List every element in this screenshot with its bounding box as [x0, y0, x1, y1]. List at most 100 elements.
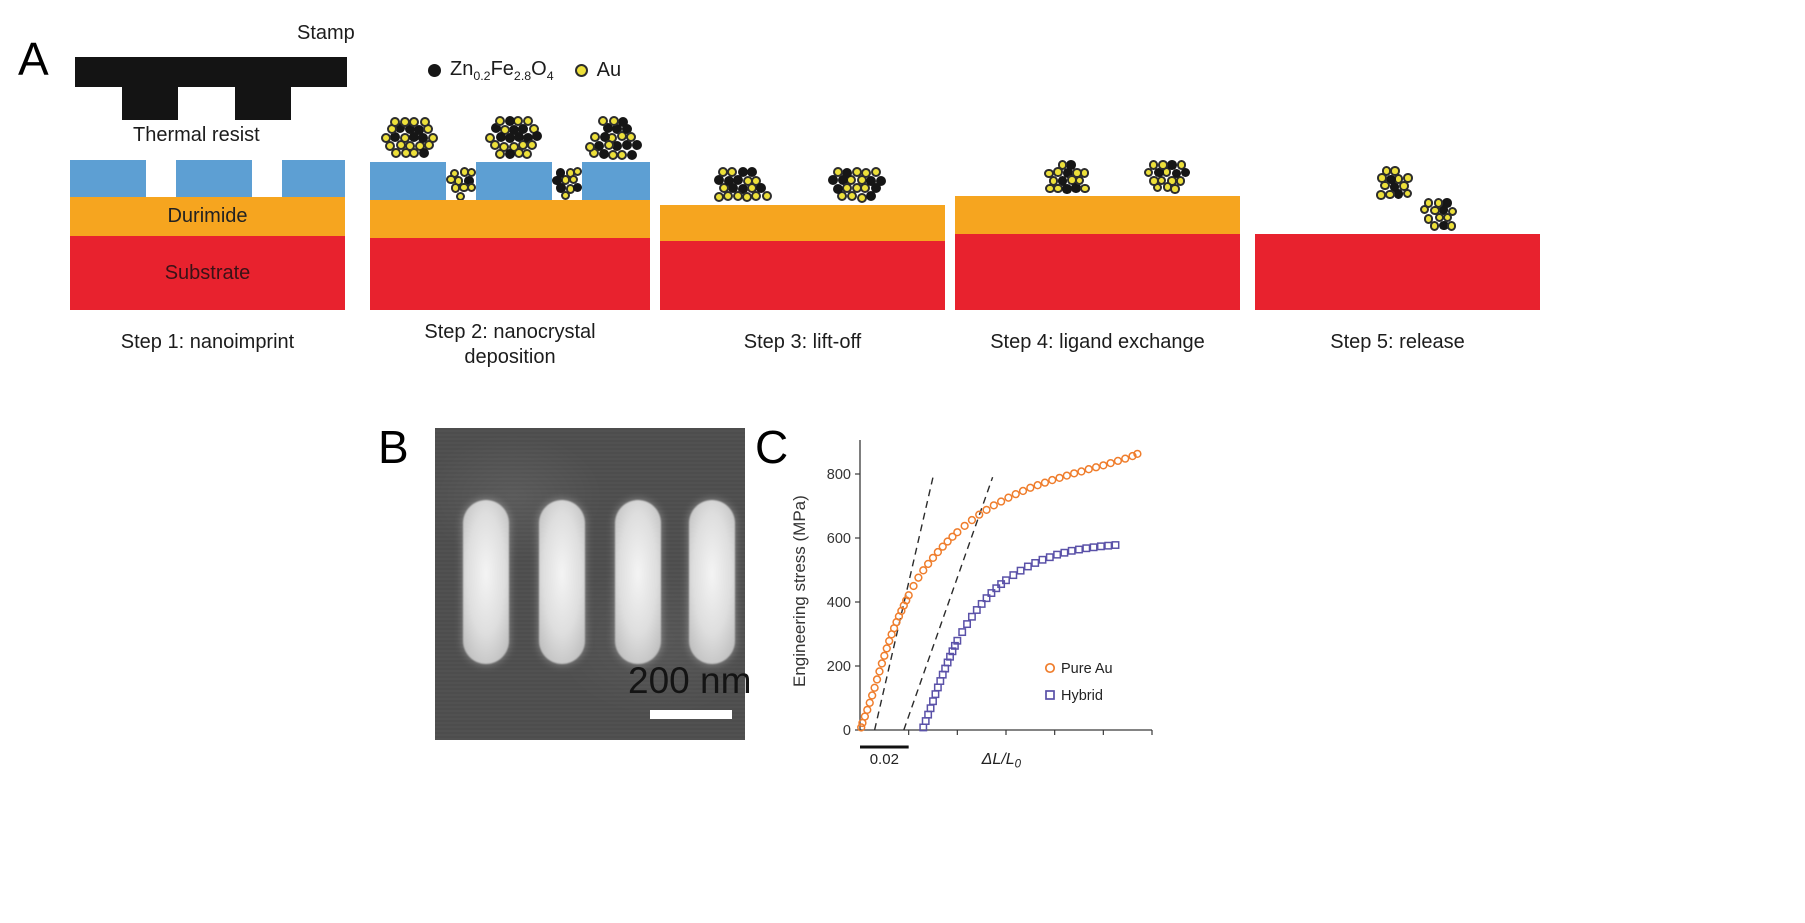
zn-nanocrystal-dot	[598, 148, 609, 159]
zn-nanocrystal-dot	[1071, 183, 1081, 193]
panel-c-label: C	[755, 421, 789, 473]
y-axis-label: Engineering stress (MPa)	[790, 495, 809, 687]
au-nanocrystal-dot	[1376, 190, 1386, 200]
au-nanocrystal-dot	[391, 147, 402, 158]
data-point-circle	[1062, 471, 1071, 480]
au-nanocrystal-dot	[572, 166, 582, 177]
zn-nanocrystal-dot	[1063, 168, 1073, 178]
au-nanocrystal-dot	[484, 132, 495, 143]
data-point-square	[1002, 576, 1010, 585]
legend-au-label: Au	[596, 59, 622, 81]
au-nanocrystal-dot	[450, 183, 461, 193]
stamp-tooth	[122, 87, 178, 120]
data-point-square	[921, 717, 930, 725]
data-point-circle	[857, 723, 866, 732]
data-point-circle	[1033, 481, 1042, 490]
au-nanocrystal-dot	[390, 116, 401, 127]
durimide-label: Durimide	[167, 205, 248, 227]
au-nanocrystal-dot	[1403, 173, 1413, 183]
nanocrystal-cluster	[814, 167, 898, 205]
zn-nanocrystal-dot	[514, 132, 525, 143]
data-point-square	[1009, 571, 1018, 580]
data-point-circle	[1026, 483, 1035, 492]
au-nanocrystal-dot	[1148, 160, 1159, 170]
zn-nanocrystal-dot	[508, 124, 519, 135]
modulus-guide-line	[873, 477, 934, 731]
data-point-circle	[960, 521, 969, 530]
step4-caption: Step 4: ligand exchange	[990, 331, 1205, 353]
data-point-square	[953, 636, 962, 645]
zn-nanocrystal-dot	[464, 176, 474, 186]
zn-nanocrystal-dot	[833, 184, 844, 195]
au-nanocrystal-dot	[1385, 189, 1395, 200]
thermal-resist-label: Thermal resist	[133, 124, 260, 146]
substrate-layer	[955, 234, 1240, 310]
zn-dot-icon	[428, 64, 441, 77]
materials-legend: Zn0.2Fe2.8O4 Au	[428, 58, 621, 83]
substrate-layer	[1255, 234, 1540, 310]
zn-nanocrystal-dot	[1386, 174, 1396, 185]
nanocrystal-cluster	[580, 116, 650, 162]
au-nanocrystal-dot	[523, 116, 534, 126]
durimide-layer	[370, 200, 650, 238]
data-point-square	[1060, 548, 1069, 557]
step5-caption: Step 5: release	[1330, 331, 1465, 353]
zn-nanocrystal-dot	[1066, 160, 1076, 170]
data-point-square	[963, 620, 972, 629]
au-nanocrystal-dot	[762, 191, 773, 202]
data-point-circle	[1133, 449, 1142, 458]
zn-nanocrystal-dot	[871, 182, 882, 193]
zn-nanocrystal-dot	[746, 167, 757, 177]
data-point-circle	[863, 705, 872, 714]
zn-nanocrystal-dot	[504, 116, 515, 127]
au-nanocrystal-dot	[1080, 183, 1090, 194]
data-point-circle	[938, 542, 947, 551]
au-nanocrystal-dot	[1447, 206, 1458, 217]
data-point-square	[1075, 545, 1083, 554]
au-nanocrystal-dot	[385, 140, 396, 151]
data-point-square	[948, 647, 957, 656]
data-point-square	[967, 612, 976, 621]
x-scale-bar-label: 0.02	[870, 751, 899, 768]
sem-nanobar	[539, 500, 585, 664]
au-nanocrystal-dot	[1433, 198, 1444, 208]
au-nanocrystal-dot	[1423, 214, 1434, 224]
au-nanocrystal-dot	[617, 131, 627, 142]
au-nanocrystal-dot	[846, 191, 857, 202]
zn-nanocrystal-dot	[612, 141, 623, 152]
data-point-circle	[943, 537, 952, 546]
zn-nanocrystal-dot	[491, 123, 502, 134]
stamp-tooth	[235, 87, 291, 120]
zn-nanocrystal-dot	[394, 123, 405, 134]
data-point-circle	[1106, 458, 1115, 468]
zn-nanocrystal-dot	[572, 182, 582, 193]
zn-nanocrystal-dot	[621, 124, 632, 135]
data-point-square	[1096, 542, 1105, 551]
au-nanocrystal-dot	[842, 182, 853, 193]
nanocrystal-cluster	[552, 160, 582, 202]
data-point-circle	[860, 712, 870, 721]
au-nanocrystal-dot	[750, 176, 761, 187]
data-point-circle	[909, 581, 918, 591]
data-point-square	[1082, 544, 1091, 553]
data-point-square	[950, 641, 959, 650]
au-nanocrystal-dot	[617, 149, 628, 160]
zn-nanocrystal-dot	[1442, 198, 1452, 208]
data-point-circle	[928, 553, 938, 562]
au-nanocrystal-dot	[1057, 160, 1068, 170]
stamp-bar	[75, 57, 347, 87]
data-point-square	[931, 690, 940, 699]
data-point-circle	[904, 591, 913, 600]
zn-nanocrystal-dot	[713, 175, 724, 186]
modulus-guide-line	[903, 476, 994, 731]
au-nanocrystal-dot	[427, 132, 438, 143]
zn-nanocrystal-dot	[732, 174, 743, 185]
substrate-layer: Substrate	[70, 236, 345, 310]
au-nanocrystal-dot	[489, 139, 500, 150]
zn-nanocrystal-dot	[827, 174, 838, 185]
data-point-circle	[1018, 486, 1028, 496]
data-point-circle	[996, 497, 1006, 506]
scale-bar-label: 200 nm	[628, 660, 752, 701]
zn-nanocrystal-dot	[594, 140, 605, 151]
au-nanocrystal-dot	[626, 132, 637, 143]
